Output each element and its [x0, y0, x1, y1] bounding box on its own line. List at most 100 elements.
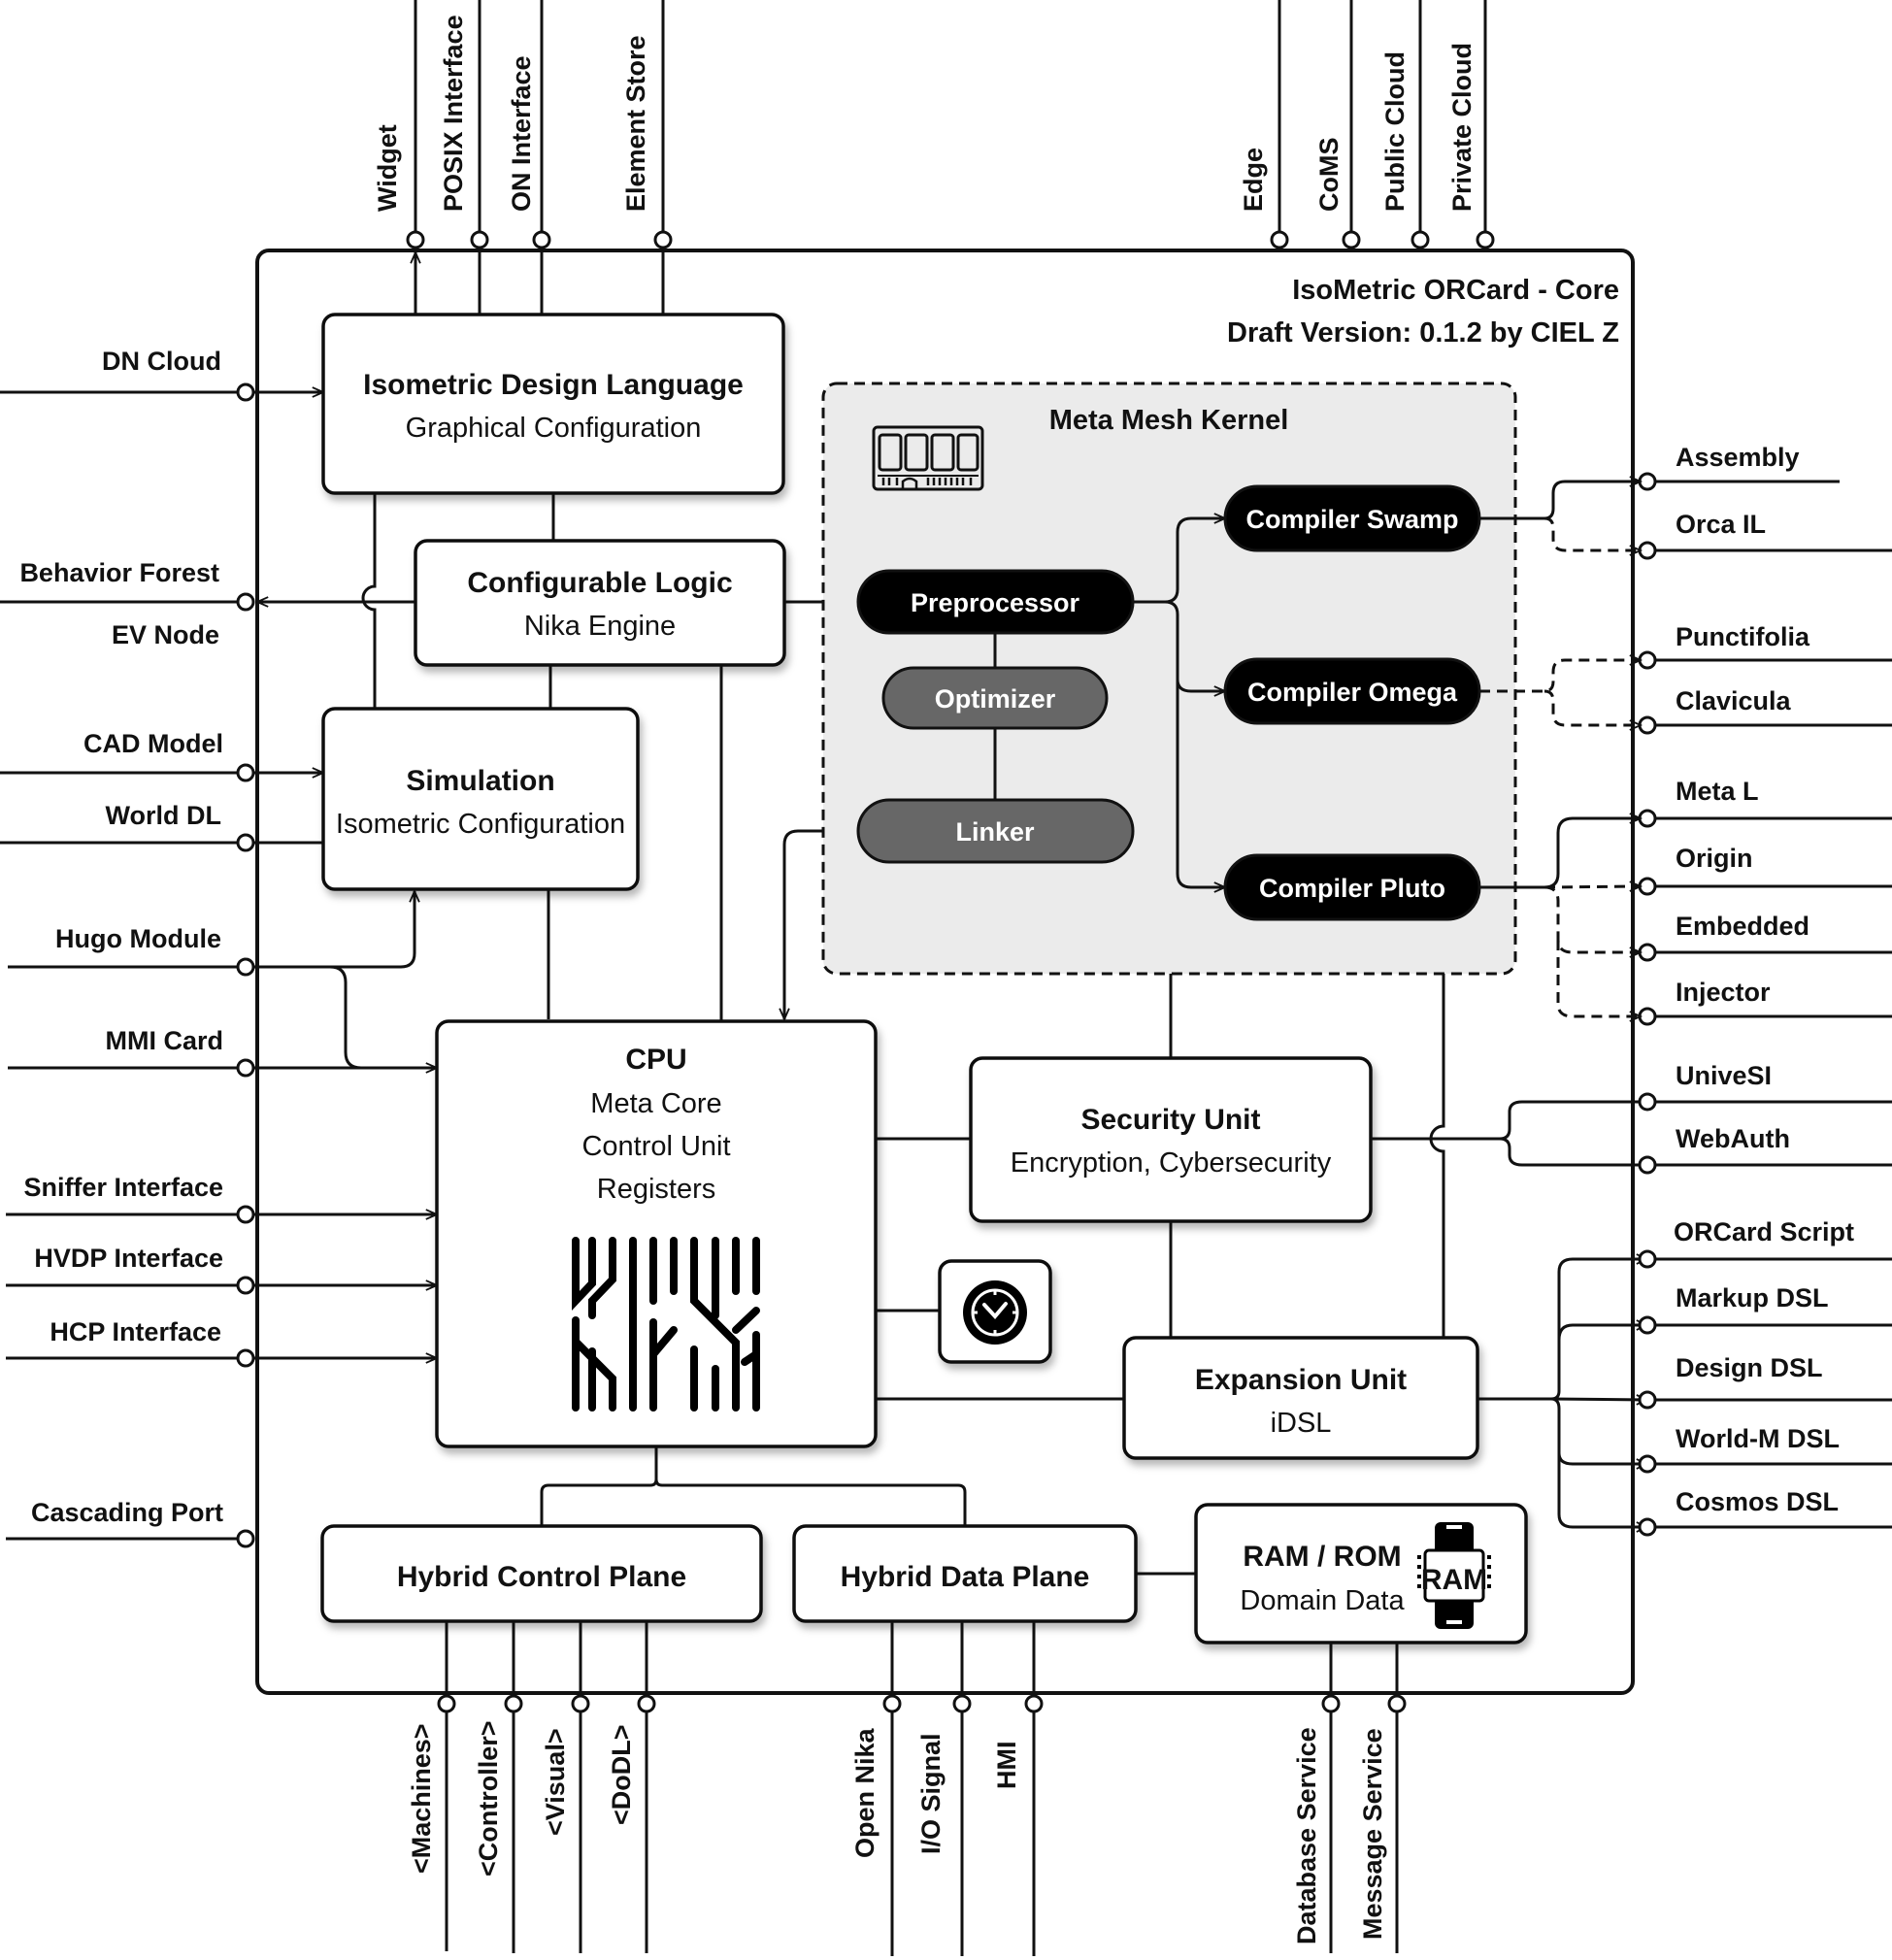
port-private-cloud[interactable]: Private Cloud	[1447, 43, 1477, 212]
cpu-line-registers: Registers	[597, 1174, 716, 1205]
port-hugo-module[interactable]: Hugo Module	[55, 924, 221, 953]
sim-title: Simulation	[406, 765, 554, 797]
port-hvdp-interface[interactable]: HVDP Interface	[34, 1244, 223, 1273]
port-hcp-interface[interactable]: HCP Interface	[50, 1317, 221, 1346]
port-ev-node[interactable]: EV Node	[112, 620, 219, 649]
port-clavicula[interactable]: Clavicula	[1676, 686, 1792, 715]
left-port-labels: DN Cloud Behavior Forest EV Node CAD Mod…	[19, 347, 223, 1527]
card-version: Draft Version: 0.1.2 by CIEL Z	[1227, 317, 1619, 349]
block-hybrid-data-plane[interactable]: Hybrid Data Plane	[792, 1524, 1138, 1623]
block-isometric-design-language[interactable]: Isometric Design Language Graphical Conf…	[321, 313, 785, 495]
block-cpu[interactable]: CPU Meta Core Control Unit Registers	[435, 1019, 878, 1448]
block-simulation[interactable]: Simulation Isometric Configuration	[321, 707, 640, 891]
internal-wires	[248, 250, 1647, 1693]
clock-icon	[963, 1280, 1027, 1345]
port-assembly[interactable]: Assembly	[1676, 443, 1800, 472]
port-orcard-script[interactable]: ORCard Script	[1674, 1217, 1854, 1246]
port-controller[interactable]: <Controller>	[474, 1720, 503, 1877]
right-port-labels: Assembly Orca IL Punctifolia Clavicula M…	[1674, 443, 1854, 1516]
ram-title: RAM / ROM	[1243, 1541, 1401, 1573]
port-orca-il[interactable]: Orca IL	[1676, 510, 1766, 539]
card-title: IsoMetric ORCard - Core	[1292, 275, 1619, 306]
memory-module-icon	[872, 425, 984, 491]
port-machines[interactable]: <Machines>	[407, 1723, 436, 1874]
ram-subtitle: Domain Data	[1240, 1585, 1405, 1616]
block-ram-rom[interactable]: RAM / ROM Domain Data RAM	[1194, 1503, 1528, 1644]
block-security-unit[interactable]: Security Unit Encryption, Cybersecurity	[969, 1056, 1373, 1223]
preprocessor-label: Preprocessor	[911, 588, 1080, 617]
port-connectors	[236, 230, 1657, 1713]
port-cad-model[interactable]: CAD Model	[83, 729, 223, 758]
port-embedded[interactable]: Embedded	[1676, 912, 1809, 941]
port-open-nika[interactable]: Open Nika	[850, 1727, 880, 1858]
port-injector[interactable]: Injector	[1676, 978, 1771, 1007]
linker-label: Linker	[955, 817, 1035, 847]
port-element-store[interactable]: Element Store	[621, 35, 650, 212]
cpu-title: CPU	[625, 1044, 686, 1076]
port-markup-dsl[interactable]: Markup DSL	[1676, 1283, 1829, 1312]
idl-title: Isometric Design Language	[363, 369, 744, 401]
clock-block[interactable]	[938, 1259, 1052, 1364]
compiler-omega-label: Compiler Omega	[1247, 678, 1458, 707]
compiler-pluto-label: Compiler Pluto	[1259, 874, 1445, 903]
port-design-dsl[interactable]: Design DSL	[1676, 1353, 1823, 1382]
compiler-pluto-node[interactable]: Compiler Pluto	[1223, 853, 1481, 921]
port-behavior-forest[interactable]: Behavior Forest	[19, 558, 219, 587]
preprocessor-node[interactable]: Preprocessor	[856, 569, 1135, 635]
port-world-dl[interactable]: World DL	[106, 801, 221, 830]
cpu-line-control-unit: Control Unit	[581, 1131, 730, 1162]
port-mmi-card[interactable]: MMI Card	[106, 1026, 224, 1055]
meta-mesh-kernel: Meta Mesh Kernel	[821, 382, 1641, 1016]
block-expansion-unit[interactable]: Expansion Unit iDSL	[1122, 1336, 1479, 1460]
expansion-subtitle: iDSL	[1271, 1408, 1332, 1439]
orcard-frame	[255, 249, 1635, 1695]
port-database-service[interactable]: Database Service	[1292, 1727, 1321, 1944]
port-public-cloud[interactable]: Public Cloud	[1380, 51, 1410, 212]
sim-subtitle: Isometric Configuration	[336, 809, 625, 840]
port-univesi[interactable]: UniveSI	[1676, 1061, 1772, 1090]
ram-chip-icon: RAM	[1417, 1522, 1491, 1629]
port-hmi[interactable]: HMI	[992, 1742, 1021, 1790]
port-posix-interface[interactable]: POSIX Interface	[439, 15, 468, 212]
hdp-title: Hybrid Data Plane	[841, 1561, 1090, 1593]
port-coms[interactable]: CoMS	[1314, 138, 1344, 213]
port-meta-l[interactable]: Meta L	[1676, 777, 1759, 806]
port-world-m-dsl[interactable]: World-M DSL	[1676, 1424, 1840, 1453]
optimizer-node[interactable]: Optimizer	[881, 666, 1109, 730]
expansion-title: Expansion Unit	[1195, 1364, 1407, 1396]
port-io-signal[interactable]: I/O Signal	[916, 1733, 946, 1854]
port-dn-cloud[interactable]: DN Cloud	[102, 347, 221, 376]
port-webauth[interactable]: WebAuth	[1676, 1124, 1790, 1153]
port-cascading-port[interactable]: Cascading Port	[31, 1498, 223, 1527]
block-configurable-logic[interactable]: Configurable Logic Nika Engine	[414, 539, 786, 667]
compiler-omega-node[interactable]: Compiler Omega	[1223, 657, 1481, 725]
port-sniffer-interface[interactable]: Sniffer Interface	[23, 1173, 223, 1202]
security-title: Security Unit	[1080, 1104, 1260, 1136]
linker-node[interactable]: Linker	[856, 798, 1135, 864]
port-punctifolia[interactable]: Punctifolia	[1676, 622, 1810, 651]
optimizer-label: Optimizer	[935, 684, 1056, 714]
ram-chip-label: RAM	[1421, 1564, 1487, 1596]
port-visual[interactable]: <Visual>	[541, 1728, 570, 1836]
kernel-title: Meta Mesh Kernel	[1049, 405, 1289, 436]
circuit-pattern-icon	[572, 1237, 760, 1412]
top-port-labels: Widget POSIX Interface ON Interface Elem…	[373, 15, 1477, 212]
block-hybrid-control-plane[interactable]: Hybrid Control Plane	[320, 1524, 763, 1623]
logic-subtitle: Nika Engine	[524, 611, 676, 642]
compiler-swamp-node[interactable]: Compiler Swamp	[1223, 484, 1481, 552]
security-subtitle: Encryption, Cybersecurity	[1011, 1147, 1332, 1179]
compiler-swamp-label: Compiler Swamp	[1245, 505, 1458, 534]
bottom-port-labels: <Machines> <Controller> <Visual> <DoDL> …	[407, 1720, 1387, 1944]
idl-subtitle: Graphical Configuration	[406, 413, 702, 444]
hcp-title: Hybrid Control Plane	[397, 1561, 686, 1593]
cpu-line-meta-core: Meta Core	[590, 1088, 721, 1119]
port-widget[interactable]: Widget	[373, 124, 402, 212]
port-cosmos-dsl[interactable]: Cosmos DSL	[1676, 1487, 1839, 1516]
port-origin[interactable]: Origin	[1676, 844, 1753, 873]
port-message-service[interactable]: Message Service	[1358, 1728, 1387, 1940]
port-edge[interactable]: Edge	[1239, 148, 1268, 212]
port-dodl[interactable]: <DoDL>	[607, 1724, 636, 1825]
port-on-interface[interactable]: ON Interface	[507, 55, 536, 212]
